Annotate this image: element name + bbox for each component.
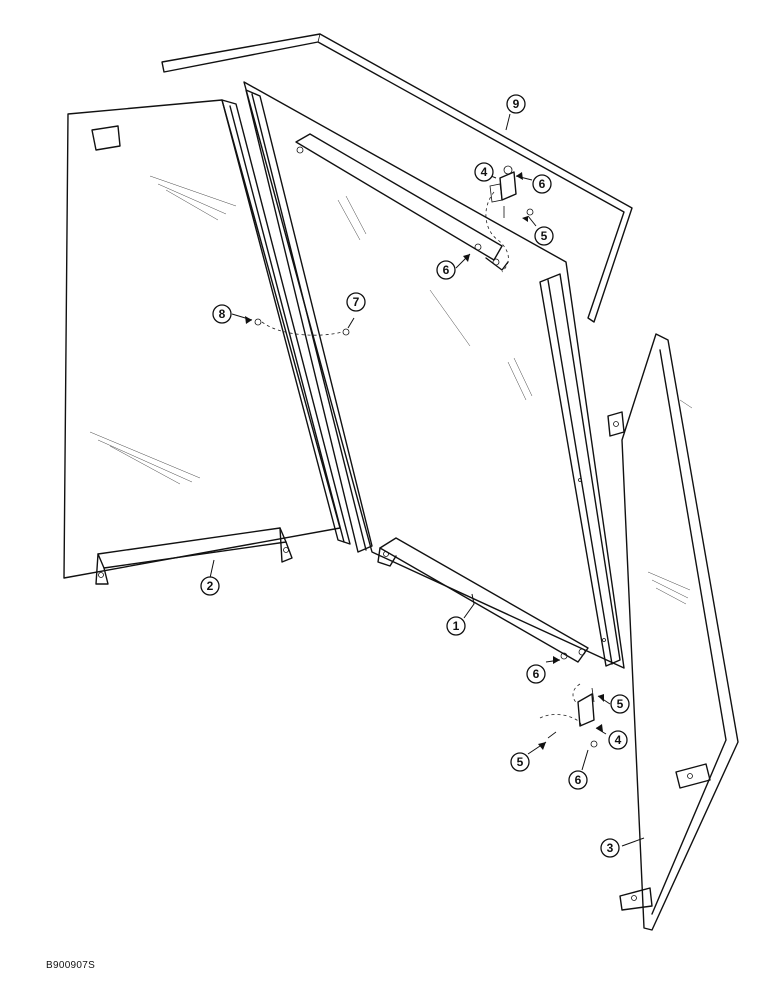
trim-strip-part-9: [161, 33, 633, 323]
bracket-bar-part-1: [377, 537, 589, 663]
svg-text:9: 9: [513, 97, 520, 111]
svg-text:6: 6: [539, 177, 546, 191]
callout-6-upper-left: 6: [436, 260, 456, 280]
center-hardware: [254, 318, 350, 336]
svg-text:5: 5: [617, 697, 624, 711]
drawing-reference-code: B900907S: [46, 960, 96, 971]
callout-4-upper: 4: [474, 162, 494, 182]
svg-text:4: 4: [615, 733, 622, 747]
callout-4-lower: 4: [608, 730, 628, 750]
callouts: 1 2 3 4 4 5 5 5 6 6 6 6 7 8 9: [200, 94, 630, 858]
callout-5-right: 5: [610, 694, 630, 714]
svg-text:3: 3: [607, 841, 614, 855]
callout-7: 7: [346, 292, 366, 312]
callout-9: 9: [506, 94, 526, 114]
seal-channel-strips: [221, 89, 373, 553]
svg-text:5: 5: [517, 755, 524, 769]
callout-3: 3: [600, 838, 620, 858]
callout-5-left: 5: [510, 752, 530, 772]
callout-6-bottom: 6: [568, 770, 588, 790]
svg-text:8: 8: [219, 307, 226, 321]
callout-1: 1: [446, 616, 466, 636]
callout-5-upper: 5: [534, 226, 554, 246]
callout-8: 8: [212, 304, 232, 324]
svg-text:6: 6: [443, 263, 450, 277]
svg-text:4: 4: [481, 165, 488, 179]
right-glass-panel-part-3: [607, 333, 739, 931]
leader-lines: [209, 113, 645, 847]
svg-text:6: 6: [575, 773, 582, 787]
svg-text:7: 7: [353, 295, 360, 309]
callout-6-mid: 6: [526, 664, 546, 684]
svg-text:2: 2: [207, 579, 214, 593]
svg-text:6: 6: [533, 667, 540, 681]
leader-arrowheads: [245, 172, 604, 750]
callout-6-upper-right: 6: [532, 174, 552, 194]
callout-2: 2: [200, 576, 220, 596]
upper-hardware-group: [474, 165, 534, 273]
left-glass-panel: [63, 99, 341, 579]
center-top-bracket: [295, 133, 509, 271]
svg-text:1: 1: [453, 619, 460, 633]
bracket-bar-part-2: [95, 527, 293, 585]
center-right-channel: [539, 273, 621, 667]
center-glass-panel: [243, 81, 625, 669]
svg-text:5: 5: [541, 229, 548, 243]
lower-hardware-group: [539, 652, 598, 748]
